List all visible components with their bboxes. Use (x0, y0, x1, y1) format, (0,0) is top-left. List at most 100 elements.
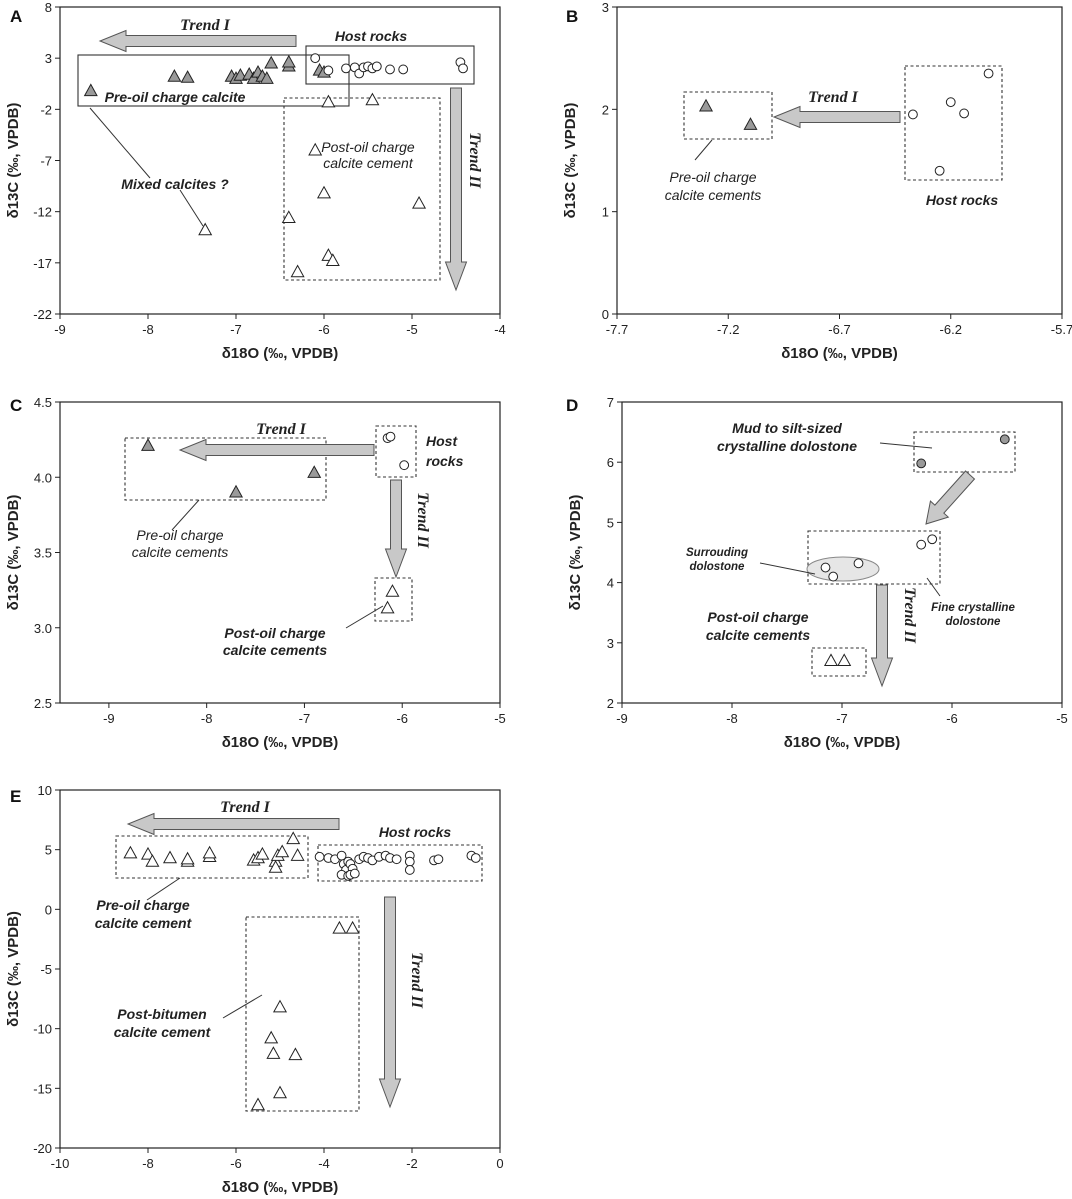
data-point-circle (927, 534, 938, 545)
data-point-triangle (83, 83, 98, 97)
annotation: Host rocks (379, 824, 452, 840)
annotation: Host (426, 433, 458, 449)
data-point-triangle (307, 465, 322, 478)
data-point-circle (828, 571, 839, 582)
trend-arrow (772, 105, 901, 129)
y-tick-label: 3.0 (34, 621, 52, 636)
annotation: calcite cement (114, 1024, 212, 1040)
x-tick-label: -9 (54, 322, 66, 337)
data-point-circle (314, 851, 325, 862)
data-point-triangle (308, 142, 323, 156)
data-point-circle (934, 165, 945, 176)
x-tick-label: -6 (230, 1156, 242, 1171)
annotation: calcite cements (706, 627, 810, 643)
y-tick-label: 2 (602, 102, 609, 117)
data-point-circle (385, 431, 396, 442)
trend-arrow (378, 896, 402, 1109)
group-box (317, 844, 483, 882)
data-point-triangle (140, 846, 156, 860)
trend-label: Trend II (466, 132, 483, 189)
data-point-circle (458, 63, 468, 74)
x-tick-label: -4 (318, 1156, 330, 1171)
annotation: calcite cements (223, 642, 327, 658)
y-tick-label: 3 (602, 0, 609, 15)
data-point-triangle (202, 845, 217, 859)
data-point-circle (371, 61, 382, 72)
data-point-triangle (281, 210, 296, 223)
y-tick-label: 10 (38, 783, 52, 798)
trend-arrow (126, 812, 340, 836)
leader-line (345, 605, 384, 629)
data-point-triangle (380, 600, 395, 614)
trend-arrow (925, 470, 976, 525)
data-point-triangle (385, 584, 400, 597)
trend-label: Trend I (180, 17, 230, 34)
data-point-triangle (837, 653, 852, 667)
group-box (77, 54, 350, 107)
annotation: Pre-oil charge (96, 897, 190, 913)
x-tick-label: -7 (230, 322, 242, 337)
y-axis-label: δ13C (‰, VPDB) (5, 103, 22, 219)
data-point-triangle (266, 1046, 281, 1059)
y-tick-label: 5 (45, 843, 52, 858)
annotation: calcite cement (95, 915, 193, 931)
y-axis-label: δ13C (‰, VPDB) (562, 103, 579, 219)
trend-label: Trend II (414, 492, 431, 549)
data-point-circle (983, 68, 994, 79)
leader-line (171, 499, 200, 531)
annotation: Pre-oil charge (669, 169, 756, 185)
data-point-triangle (167, 69, 182, 82)
y-tick-label: -7 (40, 154, 52, 169)
group-box (374, 577, 413, 622)
y-tick-label: 0 (602, 307, 609, 322)
data-point-triangle (281, 54, 296, 68)
annotation: Post-oil charge (321, 139, 415, 155)
data-point-triangle (290, 848, 305, 861)
y-tick-label: 2.5 (34, 696, 52, 711)
y-tick-label: 5 (607, 515, 614, 530)
y-axis-label: δ13C (‰, VPDB) (5, 495, 22, 611)
x-tick-label: -7.2 (717, 322, 739, 337)
annotation: Host rocks (335, 28, 408, 44)
group-box (115, 835, 309, 879)
data-point-circle (908, 109, 918, 120)
data-point-circle (323, 65, 334, 76)
data-point-circle (310, 53, 321, 64)
trend-arrow (98, 29, 297, 53)
y-tick-label: 2 (607, 696, 614, 711)
trend-arrow (384, 479, 408, 579)
trend-label: Trend I (256, 421, 306, 438)
x-tick-label: -6.7 (828, 322, 850, 337)
y-tick-label: -2 (40, 102, 52, 117)
annotation: dolostone (946, 616, 1002, 628)
y-tick-label: -12 (33, 205, 52, 220)
x-tick-label: -7 (299, 711, 311, 726)
y-tick-label: 6 (607, 455, 614, 470)
x-tick-label: -4 (494, 322, 506, 337)
annotation: rocks (426, 453, 464, 469)
y-tick-label: 3 (607, 636, 614, 651)
annotation: Mud to silt-sized (732, 420, 842, 436)
data-point-triangle (345, 920, 360, 934)
data-point-triangle (321, 94, 336, 108)
panel-label: B (566, 7, 578, 26)
data-point-triangle (250, 1097, 266, 1111)
y-tick-label: 4.0 (34, 470, 52, 485)
plot-frame (59, 6, 501, 315)
x-tick-label: -5 (406, 322, 418, 337)
annotation: Post-oil charge (224, 625, 325, 641)
data-point-triangle (145, 854, 160, 867)
data-point-triangle (140, 438, 156, 451)
data-point-triangle (255, 846, 270, 860)
data-point-triangle (259, 71, 274, 84)
data-point-circle (398, 64, 409, 75)
annotation: Pre-oil charge calcite (105, 89, 246, 105)
data-point-triangle (180, 851, 195, 865)
annotation: Pre-oil charge (136, 527, 223, 543)
x-tick-label: -8 (142, 1156, 154, 1171)
y-tick-label: 4.5 (34, 395, 52, 410)
